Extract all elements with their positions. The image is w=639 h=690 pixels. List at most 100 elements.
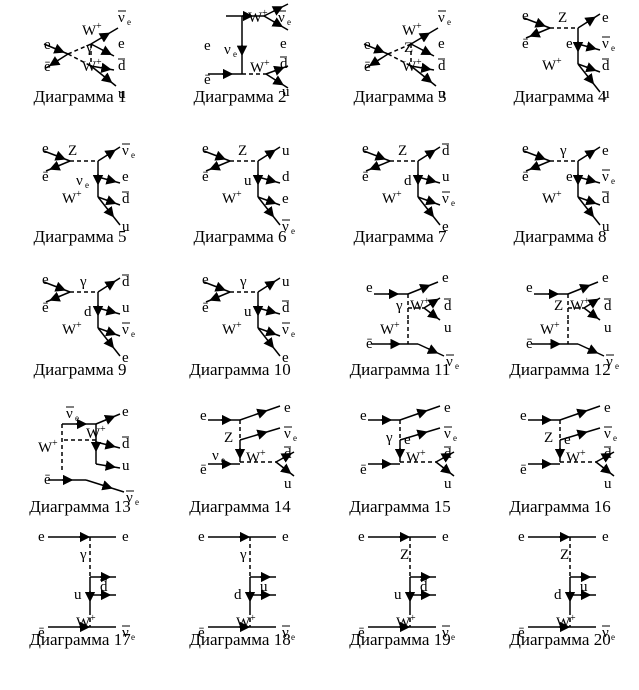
arrow-icon: [440, 463, 452, 475]
particle-label-d: d: [404, 173, 412, 189]
arrow-icon: [209, 291, 221, 302]
particle-label-w-plus: W+: [380, 320, 400, 338]
svg-text:d: d: [118, 58, 126, 74]
svg-text:e: e: [522, 8, 529, 24]
svg-text:ē: ē: [366, 336, 373, 352]
particle-label-w-plus: W+: [402, 57, 422, 75]
arrow-icon: [427, 308, 439, 319]
particle-label-e: e: [604, 400, 611, 416]
svg-text:ν: ν: [606, 354, 613, 370]
svg-text:e: e: [118, 36, 125, 52]
svg-text:u: u: [602, 86, 610, 102]
svg-text:ν: ν: [602, 625, 609, 641]
svg-text:u: u: [122, 300, 130, 316]
svg-text:W: W: [222, 191, 237, 207]
arrow-icon: [265, 174, 277, 185]
particle-label-d-bar: d: [122, 436, 130, 452]
svg-text:e: e: [85, 180, 89, 190]
svg-text:e: e: [611, 43, 615, 53]
svg-text:e: e: [291, 632, 295, 642]
arrow-icon: [418, 283, 431, 294]
diagram-caption: Диаграмма 7: [353, 227, 447, 246]
svg-text:W: W: [222, 322, 237, 338]
arrow-icon: [583, 205, 595, 218]
arrow-icon: [584, 149, 596, 160]
svg-text:ν: ν: [212, 448, 219, 464]
svg-text:e: e: [122, 350, 129, 366]
arrow-icon: [584, 16, 596, 27]
arrow-icon: [49, 291, 61, 302]
particle-label-u: u: [244, 304, 252, 320]
arrow-icon: [214, 150, 227, 161]
diagram-caption: Диаграмма 6: [193, 227, 287, 246]
particle-label-z: Z: [398, 143, 407, 159]
particle-label-w-plus: W+: [222, 189, 242, 207]
arrow-icon: [416, 408, 428, 419]
particle-label-u: u: [580, 579, 588, 595]
svg-text:γ: γ: [85, 40, 93, 56]
svg-text:u: u: [282, 274, 290, 290]
svg-text:e: e: [282, 529, 289, 545]
arrow-icon: [263, 336, 275, 349]
svg-text:e: e: [198, 529, 205, 545]
svg-text:ν: ν: [224, 42, 231, 58]
particle-label-e: e: [444, 400, 451, 416]
particle-label-gamma: γ: [79, 547, 87, 563]
arrow-icon: [103, 205, 115, 218]
particle-label-w-plus: W+: [62, 189, 82, 207]
svg-text:γ: γ: [385, 430, 393, 446]
svg-text:e: e: [42, 272, 49, 288]
particle-label-w-plus: W+: [86, 424, 106, 442]
svg-text:ē: ē: [522, 169, 529, 185]
arrow-icon: [104, 149, 116, 160]
svg-text:ν: ν: [446, 354, 453, 370]
arrow-icon: [600, 463, 612, 475]
particle-label-d-bar: d: [118, 58, 126, 74]
svg-text:+: +: [580, 448, 586, 459]
svg-text:ν: ν: [604, 426, 611, 442]
particle-label-e: e: [200, 408, 207, 424]
particle-label-w-plus: W+: [402, 21, 422, 39]
svg-text:e: e: [291, 226, 295, 236]
arrow-icon: [271, 17, 284, 28]
svg-text:e: e: [566, 169, 573, 185]
svg-text:e: e: [282, 350, 289, 366]
arrow-icon: [420, 72, 433, 84]
diagram-caption: Диаграмма 5: [33, 227, 127, 246]
svg-text:u: u: [604, 320, 612, 336]
svg-text:e: e: [122, 169, 129, 185]
svg-text:e: e: [38, 529, 45, 545]
particle-label-: ē: [42, 169, 49, 185]
arrow-icon: [103, 336, 115, 349]
arrow-icon: [280, 452, 293, 463]
svg-text:+: +: [556, 189, 562, 200]
particle-label-d: d: [234, 587, 242, 603]
svg-text:u: u: [260, 579, 268, 595]
particle-label-e: e: [44, 37, 51, 53]
particle-label-w-plus: W+: [542, 56, 562, 74]
svg-text:W: W: [246, 450, 261, 466]
svg-text:ν: ν: [126, 490, 133, 506]
diagram-caption: Диаграмма 18: [189, 630, 291, 649]
svg-text:e: e: [202, 141, 209, 157]
arrow-icon: [600, 452, 613, 463]
svg-text:W: W: [556, 615, 571, 631]
particle-label-u: u: [604, 476, 612, 492]
svg-text:+: +: [416, 57, 422, 68]
svg-text:e: e: [284, 400, 291, 416]
svg-text:e: e: [135, 497, 139, 507]
svg-text:ν: ν: [278, 10, 285, 26]
particle-label-u: u: [244, 173, 252, 189]
arrow-icon: [420, 45, 433, 56]
